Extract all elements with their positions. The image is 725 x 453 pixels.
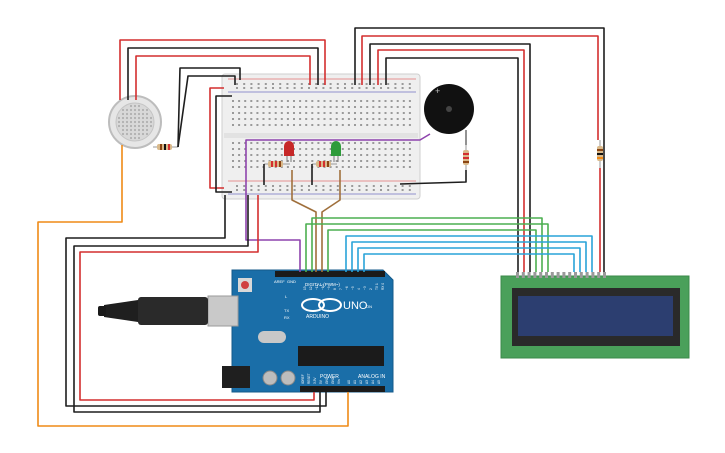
- lcd-pin: [579, 272, 583, 278]
- lcd-pin: [562, 272, 566, 278]
- lcd-pin: [585, 272, 589, 278]
- wire-black-lcd-2: [385, 57, 519, 272]
- aref-label: AREF: [274, 279, 285, 284]
- digital-header-label: DIGITAL (PWM~): [305, 282, 340, 287]
- analog-label: ANALOG IN: [358, 374, 386, 380]
- wires: [37, 27, 605, 427]
- lcd-pin: [516, 272, 519, 278]
- pin-label: IOREF: [301, 374, 305, 384]
- pin-label: GND: [325, 376, 329, 384]
- wire-green-2: [311, 217, 543, 272]
- wire-orange-sensor: [37, 145, 349, 427]
- wire-black-gnd-1: [65, 195, 327, 407]
- lcd-pin: [545, 272, 548, 278]
- wire-black-lcd-1: [369, 43, 531, 272]
- wire-green-3: [327, 229, 537, 272]
- wire-brown-led-red: [291, 170, 317, 272]
- svg-text:+: +: [435, 86, 440, 96]
- pin-label: 4: [357, 288, 361, 290]
- pin-label: ~11: [315, 285, 319, 290]
- pin-label: A2: [359, 380, 363, 384]
- pin-label: ~10: [321, 284, 325, 290]
- wire-blue-3: [357, 247, 581, 272]
- wire-black-sensor-bb: [177, 67, 241, 148]
- breadboard: [221, 73, 421, 200]
- wire-red-lcd-2: [377, 49, 525, 272]
- wire-red-left-bb: [209, 87, 224, 189]
- pin-label: ~6: [345, 286, 349, 290]
- tx-label: TX: [284, 308, 289, 313]
- gas-sensor: [108, 95, 162, 149]
- board-brand-text: ARDUINO: [306, 314, 329, 320]
- wire-brown-led-green: [321, 170, 341, 272]
- pin-label: A1: [353, 380, 357, 384]
- buzzer: +: [424, 84, 474, 134]
- wire-blue-4: [363, 253, 575, 272]
- wire-red-top-1: [119, 39, 326, 100]
- wire-black-top-right: [354, 27, 605, 272]
- pin-label: Vin: [337, 379, 341, 384]
- wire-blue-1: [345, 235, 593, 272]
- resistor-led-red: [264, 161, 290, 167]
- wire-black-top-1: [127, 47, 319, 100]
- wire-red-5v: [79, 195, 315, 401]
- lcd-pin: [527, 272, 531, 278]
- pin-label: RESET: [307, 373, 311, 384]
- pin-label: A5: [377, 380, 381, 384]
- pin-label: 7: [339, 288, 343, 290]
- pin-label: TX 1: [375, 283, 379, 290]
- lcd-pin: [556, 272, 560, 278]
- pin-label: 3.3V: [313, 377, 317, 384]
- lcd-pin: [521, 272, 525, 278]
- lcd-pin: [574, 272, 577, 278]
- pin-label: RX 0: [381, 283, 385, 290]
- on-label: ON: [366, 304, 372, 309]
- resistor-sensor: [153, 144, 178, 150]
- resistor-buzzer: [463, 145, 469, 170]
- led-green: [331, 141, 341, 162]
- wire-red-top-2: [135, 55, 311, 100]
- pin-label: ~9: [327, 286, 331, 290]
- resistor-lcd: [597, 140, 603, 168]
- lcd-pin: [591, 272, 595, 278]
- pin-label: A0: [347, 380, 351, 384]
- pin-label: 2: [369, 288, 373, 290]
- pin-label: ~3: [363, 286, 367, 290]
- pin-label: 8: [333, 288, 337, 290]
- wire-blue-2: [351, 241, 587, 272]
- arduino-uno: UNO ARDUINO DIGITAL (PWM~) POWER ANALOG …: [98, 269, 394, 393]
- power-label: POWER: [320, 374, 339, 380]
- lcd-display: [500, 272, 690, 359]
- lcd-pin: [539, 272, 543, 278]
- l-label: L: [285, 294, 288, 299]
- wire-black-sensor-bb-2: [177, 75, 236, 148]
- pin-label: A4: [371, 380, 375, 384]
- wire-red-lcd-1: [361, 35, 599, 140]
- lcd-pin: [550, 272, 554, 278]
- lcd-pin: [533, 272, 537, 278]
- wire-purple-buzzer: [245, 133, 431, 272]
- wire-black-left-bb: [215, 95, 232, 193]
- pin-label: 5V: [319, 379, 323, 384]
- wire-black-gnd-2: [73, 195, 321, 413]
- pin-label: 13: [303, 286, 307, 290]
- pin-label: 12: [309, 286, 313, 290]
- resistor-led-green: [312, 161, 337, 167]
- lcd-pin: [603, 272, 606, 278]
- lcd-pin: [568, 272, 572, 278]
- gnd-label: GND: [287, 279, 296, 284]
- pin-label: ~5: [351, 286, 355, 290]
- pin-label: A3: [365, 380, 369, 384]
- wire-black-buzzer-gnd: [399, 170, 467, 185]
- pin-label: GND: [331, 376, 335, 384]
- board-model-text: UNO: [343, 300, 368, 312]
- lcd-pin: [597, 272, 601, 278]
- rx-label: RX: [284, 315, 290, 320]
- led-red: [284, 141, 294, 162]
